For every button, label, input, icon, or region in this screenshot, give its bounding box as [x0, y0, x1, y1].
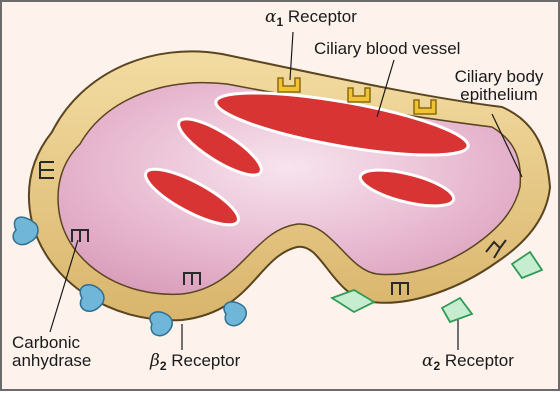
ciliary-body-line1: Ciliary body [442, 68, 556, 86]
alpha2-text: Receptor [445, 351, 514, 370]
beta2-receptor-icon [150, 312, 172, 336]
alpha2-receptor-icon [442, 298, 472, 322]
carbonic-line2: anhydrase [12, 352, 91, 370]
beta2-text: Receptor [171, 351, 240, 370]
alpha2-receptor-label: α2 Receptor [422, 352, 514, 371]
alpha2-receptor-icon [512, 252, 542, 278]
ciliary-body-epithelium-label: Ciliary body epithelium [442, 68, 556, 104]
alpha1-text: Receptor [288, 7, 357, 26]
alpha1-subscript: 1 [276, 15, 283, 29]
alpha1-receptor-label: α1 Receptor [265, 8, 357, 27]
carbonic-anhydrase-label: Carbonic anhydrase [12, 334, 91, 370]
carbonic-line1: Carbonic [12, 334, 91, 352]
beta2-receptor-icon [224, 302, 246, 326]
alpha2-subscript: 2 [433, 359, 440, 373]
ciliary-blood-vessel-label: Ciliary blood vessel [314, 40, 460, 58]
beta2-symbol: β [150, 351, 160, 371]
alpha1-symbol: α [265, 7, 276, 27]
beta2-receptor-label: β2 Receptor [150, 352, 240, 371]
alpha2-symbol: α [422, 351, 433, 371]
ciliary-body-line2: epithelium [442, 86, 556, 104]
beta2-subscript: 2 [160, 359, 167, 373]
